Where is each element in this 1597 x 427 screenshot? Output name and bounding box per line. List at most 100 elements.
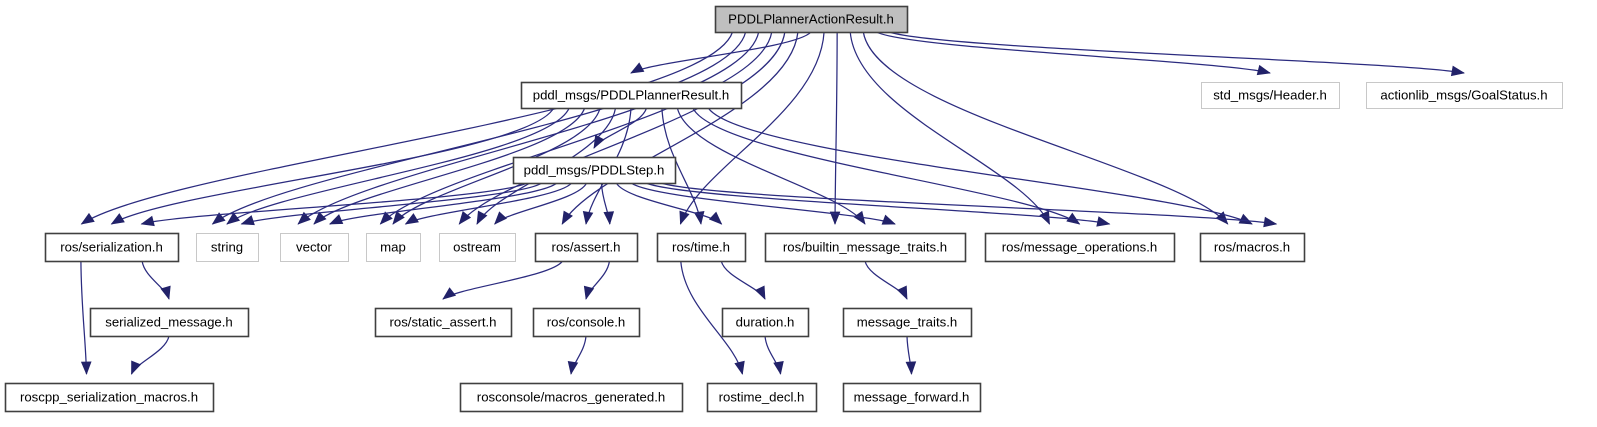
dependency-edge <box>379 31 773 225</box>
dependency-edge <box>405 182 573 225</box>
node-label: actionlib_msgs/GoalStatus.h <box>1380 87 1547 102</box>
edge-arrowhead <box>582 210 594 225</box>
edge-arrowhead <box>679 210 690 225</box>
node-label: pddl_msgs/PDDLPlannerResult.h <box>533 87 729 102</box>
graph-node-vector[interactable]: vector <box>280 233 349 262</box>
node-label: ros/serialization.h <box>60 239 163 254</box>
dependency-edge <box>876 31 1271 74</box>
edge-arrowhead <box>734 360 745 375</box>
edge-arrowhead <box>593 134 605 149</box>
edge-arrowhead <box>313 211 327 225</box>
node-box[interactable] <box>374 307 513 338</box>
graph-node-stdheader[interactable]: std_msgs/Header.h <box>1201 82 1340 109</box>
node-box[interactable] <box>706 382 818 413</box>
node-box[interactable] <box>764 232 967 263</box>
graph-node-macrosgenerated[interactable]: rosconsole/macros_generated.h <box>459 382 684 413</box>
graph-node-ostream[interactable]: ostream <box>439 233 516 262</box>
edge-arrowhead <box>708 211 723 225</box>
node-box[interactable] <box>842 382 982 413</box>
edge-arrowhead <box>211 212 226 225</box>
node-box[interactable] <box>366 233 421 262</box>
node-box[interactable] <box>532 307 641 338</box>
graph-node-assert[interactable]: ros/assert.h <box>534 232 639 263</box>
graph-node-serializedmsg[interactable]: serialized_message.h <box>89 307 250 338</box>
edge-arrowhead <box>583 285 595 300</box>
graph-node-messageforward[interactable]: message_forward.h <box>842 382 982 413</box>
node-box[interactable] <box>1201 82 1340 109</box>
dependency-edge <box>392 107 601 225</box>
graph-node-plannerresult[interactable]: pddl_msgs/PDDLPlannerResult.h <box>520 81 743 110</box>
edge-arrowhead <box>329 214 344 225</box>
edge-arrowhead <box>131 360 142 375</box>
node-label: string <box>211 239 243 254</box>
node-label: vector <box>296 239 333 254</box>
dependency-edge <box>660 182 1277 225</box>
node-box[interactable] <box>520 81 743 110</box>
node-box[interactable] <box>196 233 259 262</box>
node-box[interactable] <box>721 307 810 338</box>
node-label: duration.h <box>736 314 795 329</box>
graph-node-serialization[interactable]: ros/serialization.h <box>44 232 180 263</box>
node-box[interactable] <box>512 156 677 185</box>
node-label: ros/assert.h <box>552 239 621 254</box>
node-layer: PDDLPlannerActionResult.h pddl_msgs/PDDLP… <box>4 5 1563 413</box>
node-label: message_forward.h <box>854 389 970 404</box>
graph-node-roscppmacros[interactable]: roscpp_serialization_macros.h <box>4 382 215 413</box>
dependency-edge <box>679 31 825 225</box>
node-label: ros/console.h <box>547 314 625 329</box>
edge-arrowhead <box>1238 213 1253 225</box>
graph-node-rostimedecl[interactable]: rostime_decl.h <box>706 382 818 413</box>
dependency-edge <box>329 182 558 225</box>
node-box[interactable] <box>459 382 684 413</box>
node-box[interactable] <box>534 232 639 263</box>
graph-node-messagetraits[interactable]: message_traits.h <box>842 307 973 338</box>
graph-node-builtintraits[interactable]: ros/builtin_message_traits.h <box>764 232 967 263</box>
edge-arrowhead <box>379 211 393 225</box>
dependency-edge <box>645 182 1110 225</box>
edge-arrowhead <box>80 212 95 225</box>
graph-node-string[interactable]: string <box>196 233 259 262</box>
node-box[interactable] <box>439 233 516 262</box>
graph-node-staticassert[interactable]: ros/static_assert.h <box>374 307 513 338</box>
node-label: pddl_msgs/PDDLStep.h <box>524 162 665 177</box>
edge-arrowhead <box>897 285 908 300</box>
node-box[interactable] <box>280 233 349 262</box>
node-box[interactable] <box>1199 232 1306 263</box>
node-box[interactable] <box>656 232 747 263</box>
edge-arrowhead <box>1096 216 1111 227</box>
edge-arrowhead <box>754 285 766 300</box>
graph-node-duration[interactable]: duration.h <box>721 307 810 338</box>
node-box[interactable] <box>984 232 1176 263</box>
node-box[interactable] <box>1366 82 1563 109</box>
dependency-edge <box>81 31 734 225</box>
graph-node-goalstatus[interactable]: actionlib_msgs/GoalStatus.h <box>1366 82 1563 109</box>
node-box[interactable] <box>842 307 973 338</box>
graph-node-console[interactable]: ros/console.h <box>532 307 641 338</box>
dependency-edge <box>630 182 896 225</box>
graph-node-map[interactable]: map <box>366 233 421 262</box>
edge-arrowhead <box>1450 65 1465 77</box>
dependency-edge <box>212 31 747 225</box>
node-box[interactable] <box>44 232 180 263</box>
dependency-edge <box>226 107 570 225</box>
dependency-edge <box>889 31 1465 74</box>
graph-node-pddlstep[interactable]: pddl_msgs/PDDLStep.h <box>512 156 677 185</box>
graph-node-root[interactable]: PDDLPlannerActionResult.h <box>714 5 909 34</box>
node-box[interactable] <box>89 307 250 338</box>
edge-arrowhead <box>404 213 419 225</box>
dependency-edge <box>615 182 722 225</box>
graph-node-msgoperations[interactable]: ros/message_operations.h <box>984 232 1176 263</box>
edge-arrowhead <box>1263 216 1278 228</box>
dependency-edge <box>297 31 760 225</box>
edge-arrowhead <box>80 361 92 375</box>
edge-arrowhead <box>240 215 255 226</box>
node-box[interactable] <box>714 5 909 34</box>
edge-arrowhead <box>1256 64 1271 76</box>
edge-arrowhead <box>160 285 171 300</box>
edge-arrowhead <box>458 211 472 225</box>
graph-node-macros[interactable]: ros/macros.h <box>1199 232 1306 263</box>
node-box[interactable] <box>4 382 215 413</box>
graph-node-time[interactable]: ros/time.h <box>656 232 747 263</box>
